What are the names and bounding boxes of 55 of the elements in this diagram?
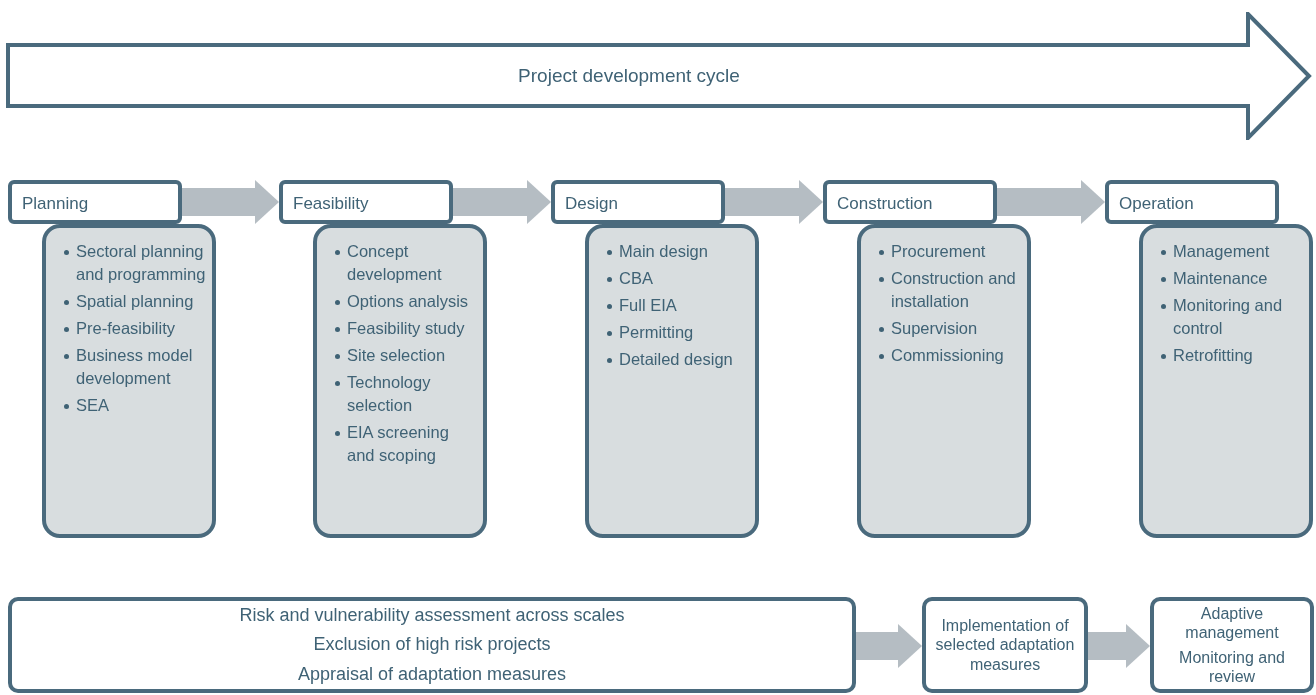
bullet-item: EIA screening and scoping: [335, 421, 477, 467]
stage-box: [8, 180, 182, 224]
activity-card: [857, 224, 1031, 538]
stage-box: [279, 180, 453, 224]
bullet-item: CBA: [607, 267, 749, 290]
box-text: Adaptive management: [1184, 603, 1280, 642]
bullet-item: Supervision: [879, 317, 1021, 340]
stage-title: Feasibility: [293, 194, 369, 213]
bullet-item: Technology selection: [335, 371, 477, 417]
process-box: [922, 597, 1088, 693]
bullet-item: Site selection: [335, 344, 477, 367]
banner-title: Project development cycle: [518, 65, 740, 87]
bullet-item: Spatial planning: [64, 290, 206, 313]
stage-title: Design: [565, 194, 618, 213]
activity-card: [1139, 224, 1313, 538]
bullet-item: Sectoral planning and programming: [64, 240, 206, 286]
box-text: Risk and vulnerability assessment across scales: [239, 604, 625, 627]
stage-box: [823, 180, 997, 224]
bullet-item: Construction and installation: [879, 267, 1021, 313]
box-text: Monitoring and review: [1178, 648, 1286, 687]
bullet-item: Retrofitting: [1161, 344, 1303, 367]
box-text: Appraisal of adaptation measures: [297, 663, 567, 686]
block-arrow: [725, 180, 823, 224]
bullet-item: Commissioning: [879, 344, 1021, 367]
bullet-item: Detailed design: [607, 348, 749, 371]
box-text: Exclusion of high risk projects: [313, 634, 551, 656]
stage-title: Construction: [837, 194, 933, 213]
bullet-item: Full EIA: [607, 294, 749, 317]
block-arrow: [856, 624, 922, 668]
process-box: [1150, 597, 1314, 693]
stage-box: [551, 180, 725, 224]
activity-card: [585, 224, 759, 538]
block-arrow: [182, 180, 279, 224]
bullet-item: Business model development: [64, 344, 206, 390]
activity-card: [42, 224, 216, 538]
bullet-item: Maintenance: [1161, 267, 1303, 290]
bullet-item: SEA: [64, 394, 206, 417]
bullet-item: Feasibility study: [335, 317, 477, 340]
block-arrow: [1088, 624, 1150, 668]
activity-card: [313, 224, 487, 538]
bullet-item: Pre-feasibility: [64, 317, 206, 340]
process-box: [8, 597, 856, 693]
bullet-item: Monitoring and control: [1161, 294, 1303, 340]
bullet-item: Permitting: [607, 321, 749, 344]
bullet-item: Options analysis: [335, 290, 477, 313]
bullet-item: Main design: [607, 240, 749, 263]
block-arrow: [997, 180, 1105, 224]
block-arrow: [453, 180, 551, 224]
stage-box: [1105, 180, 1279, 224]
bullet-item: Management: [1161, 240, 1303, 263]
box-text: Implementation of selected adaptation measures: [934, 616, 1076, 674]
bullet-item: Procurement: [879, 240, 1021, 263]
bullet-item: Concept development: [335, 240, 477, 286]
stage-title: Planning: [22, 194, 89, 213]
stage-title: Operation: [1119, 194, 1194, 213]
